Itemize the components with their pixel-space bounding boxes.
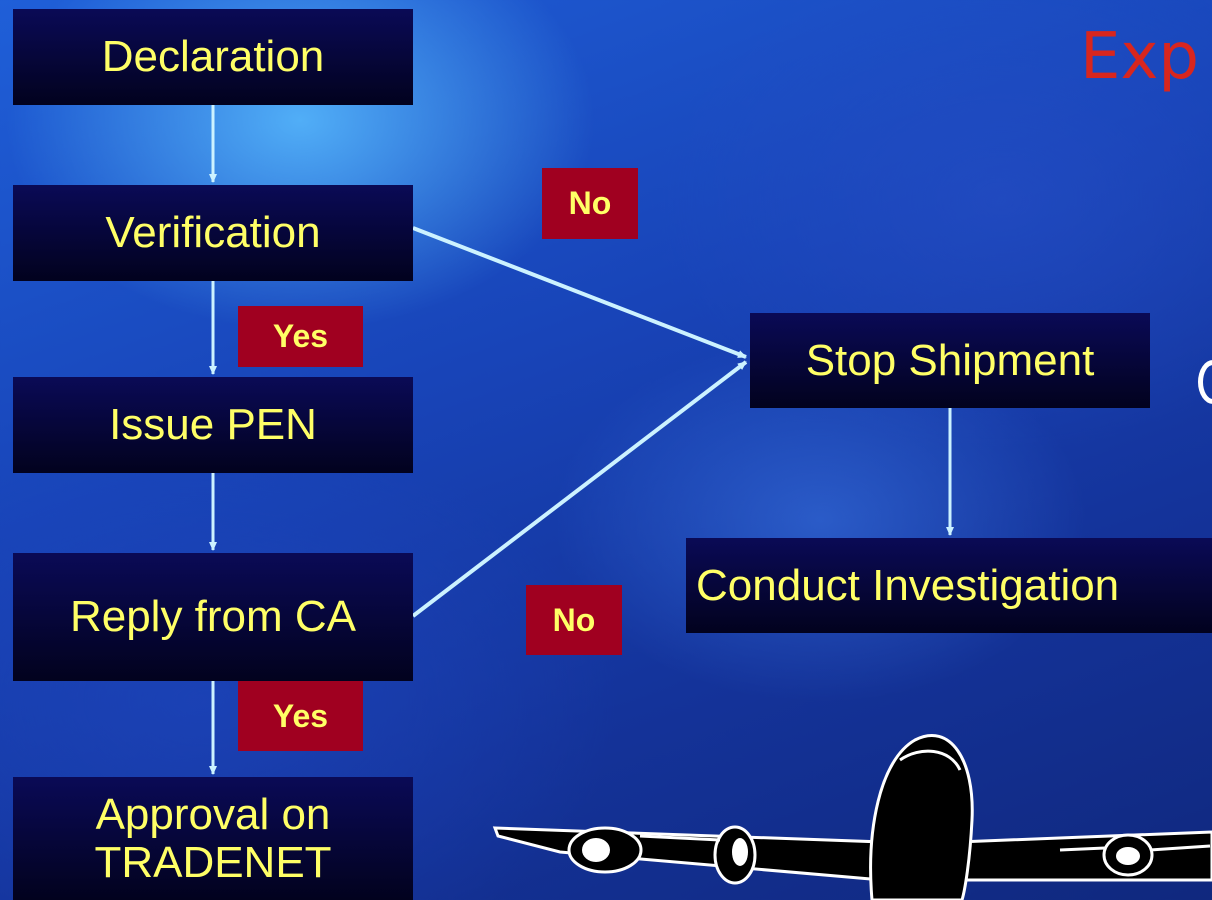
node-conduct-investigation: Conduct Investigation xyxy=(686,538,1212,633)
slide-title: Exp xyxy=(1080,20,1199,94)
node-declaration: Declaration xyxy=(13,9,413,105)
node-verification: Verification xyxy=(13,185,413,281)
node-approval-on-tradenet: Approval on TRADENET xyxy=(13,777,413,900)
node-reply-from-ca: Reply from CA xyxy=(13,553,413,681)
label-reply-no: No xyxy=(526,585,622,655)
arrow-reply-stop xyxy=(411,360,748,618)
label-verification-no: No xyxy=(542,168,638,239)
node-issue-pen: Issue PEN xyxy=(13,377,413,473)
label-reply-yes: Yes xyxy=(238,681,363,751)
arrow-verification-stop xyxy=(412,226,747,359)
label-verification-yes: Yes xyxy=(238,306,363,367)
node-stop-shipment: Stop Shipment xyxy=(750,313,1150,408)
